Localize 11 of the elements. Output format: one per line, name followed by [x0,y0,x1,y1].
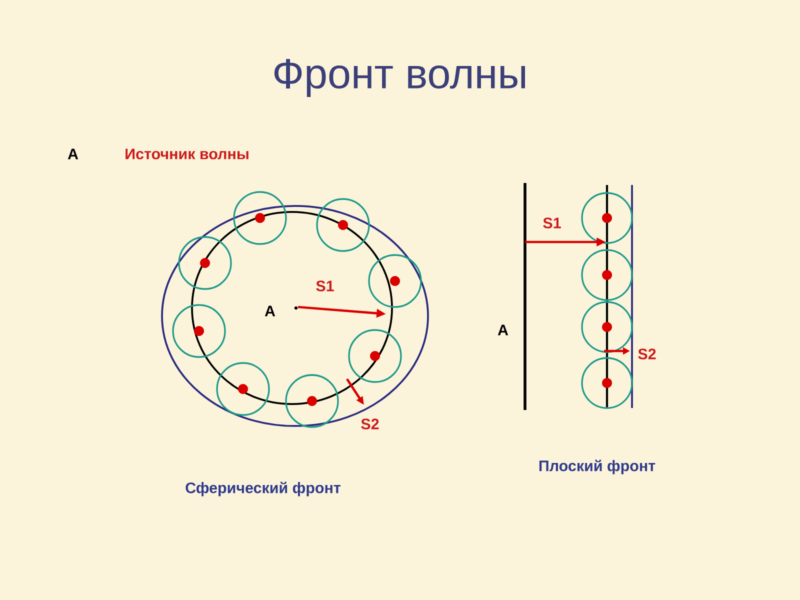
label: A [264,306,276,316]
caption: Сферический фронт [186,482,340,496]
label: S1 [316,280,334,292]
label: A [498,324,508,336]
title: Фронт волны [274,59,525,97]
label: S1 [543,218,561,228]
label: S2 [361,418,379,430]
label: A [68,148,78,160]
label: Источник волны [126,148,248,160]
caption: Плоский фронт [539,460,656,474]
label: S2 [638,348,656,360]
